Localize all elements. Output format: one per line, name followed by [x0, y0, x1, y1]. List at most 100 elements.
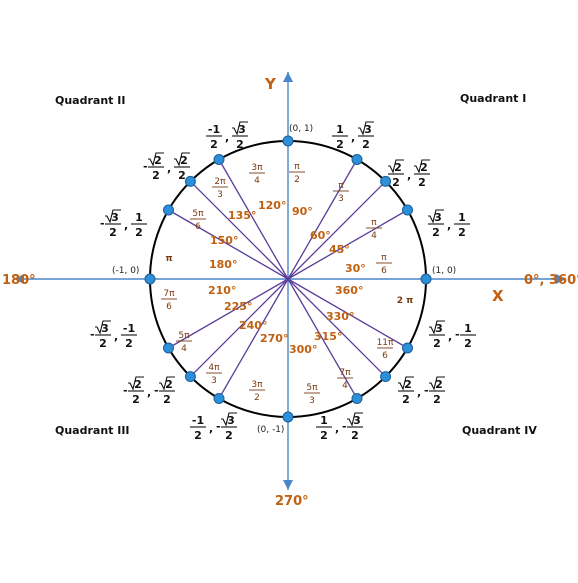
coordinate-60: 12,32 — [332, 121, 374, 151]
coordinate-labels: 32,1222,2212,32-12,32-22,22-32,12-32,-12… — [90, 121, 476, 442]
degree-labels: 30°45°60°90°120°135°150°180°210°225°240°… — [208, 199, 366, 356]
denominator: 2 — [152, 169, 160, 182]
sign: - — [100, 217, 105, 230]
denominator: 2 — [464, 337, 472, 350]
radicand: 3 — [238, 123, 246, 136]
denominator: 2 — [362, 138, 370, 151]
comma: , — [147, 386, 151, 399]
radicand: 3 — [227, 414, 235, 427]
coordinate-120: -12,32 — [206, 121, 248, 151]
coordinate-150: -3 2,12 — [100, 209, 147, 239]
radian-denominator: 4 — [254, 176, 260, 186]
coordinate-x: -3 2 — [100, 209, 121, 239]
radicand: 3 — [434, 211, 442, 224]
numerator: 1 — [135, 211, 143, 224]
spoke-240 — [218, 278, 289, 399]
denominator: 2 — [320, 429, 328, 442]
denominator: 2 — [163, 393, 171, 406]
angle-spokes — [168, 159, 408, 399]
radian-label-270: 3π2 — [249, 380, 265, 403]
x-axis-name: X — [492, 287, 504, 305]
degree-label-60: 60° — [310, 229, 331, 242]
coordinate-315: 22,-22 — [398, 376, 445, 406]
radian-value: π — [165, 254, 172, 264]
sign: - — [342, 420, 347, 433]
radicand: 3 — [353, 414, 361, 427]
coordinate-y: -22 — [154, 376, 175, 406]
radian-denominator: 4 — [342, 381, 348, 391]
denominator: 2 — [236, 138, 244, 151]
radian-numerator: 5π — [306, 383, 318, 393]
coordinate-330: 32,-12 — [429, 320, 476, 350]
spoke-210 — [168, 278, 289, 349]
radian-denominator: 2 — [254, 393, 260, 403]
coordinate-y: 12 — [131, 211, 147, 239]
point-bottom-coords: (0, -1) — [257, 425, 284, 435]
angle-0-360-label: 0°, 360° — [524, 273, 578, 288]
circle-point-30 — [402, 204, 414, 216]
coordinate-x: 12 — [316, 414, 332, 442]
coordinate-y: -3 2 — [342, 412, 363, 442]
coordinate-x: -22 — [123, 376, 144, 406]
denominator: 2 — [225, 429, 233, 442]
circle-point-270 — [282, 411, 294, 423]
numerator: 1 — [458, 211, 466, 224]
degree-label-30: 30° — [345, 262, 366, 275]
denominator: 2 — [132, 393, 140, 406]
denominator: 2 — [109, 226, 117, 239]
denominator: 2 — [433, 393, 441, 406]
numerator: -1 — [123, 322, 135, 335]
degree-label-315: 315° — [314, 330, 342, 343]
radicand: 2 — [404, 378, 412, 391]
spoke-315 — [287, 278, 387, 378]
circle-point-45 — [380, 175, 392, 187]
radian-label-180: π — [165, 254, 172, 264]
circle-point-135 — [184, 175, 196, 187]
degree-label-135: 135° — [228, 209, 256, 222]
denominator: 2 — [125, 337, 133, 350]
sign: - — [143, 160, 148, 173]
radicand: 3 — [111, 211, 119, 224]
y-axis-name: Y — [264, 75, 277, 93]
degree-label-210: 210° — [208, 284, 236, 297]
radian-numerator: π — [371, 218, 377, 228]
coordinate-x: 32 — [429, 320, 445, 350]
numerator: 1 — [320, 414, 328, 427]
comma: , — [114, 330, 118, 343]
radian-numerator: 7π — [339, 368, 351, 378]
circle-point-330 — [402, 342, 414, 354]
denominator: 2 — [458, 226, 466, 239]
spoke-300 — [287, 278, 358, 399]
radian-numerator: 7π — [163, 289, 175, 299]
radian-numerator: 4π — [208, 363, 220, 373]
radian-numerator: π — [381, 253, 387, 263]
radian-numerator: 5π — [192, 209, 204, 219]
radian-label-150: 5π6 — [190, 209, 206, 232]
comma: , — [407, 169, 411, 182]
circle-point-90 — [282, 135, 294, 147]
circle-point-315 — [380, 371, 392, 383]
radicand: 3 — [364, 123, 372, 136]
coordinate-y: -32 — [216, 412, 237, 442]
spoke-45 — [287, 180, 387, 280]
radian-denominator: 3 — [309, 396, 315, 406]
circle-point-60 — [351, 153, 363, 165]
radian-label-300: 5π3 — [304, 383, 320, 406]
coordinate-y: 32 — [358, 121, 374, 151]
radian-denominator: 6 — [381, 266, 387, 276]
denominator: 2 — [351, 429, 359, 442]
coordinate-y: -22 — [424, 376, 445, 406]
numerator: 1 — [336, 123, 344, 136]
radian-label-315: 7π4 — [337, 368, 353, 391]
radian-denominator: 4 — [181, 344, 187, 354]
radian-denominator: 2 — [294, 175, 300, 185]
numerator: -1 — [208, 123, 220, 136]
coordinate-y: 22 — [174, 152, 190, 182]
degree-label-330: 330° — [326, 310, 354, 323]
x-axis-arrow-right-icon — [556, 274, 566, 284]
degree-label-150: 150° — [210, 234, 238, 247]
radian-denominator: 3 — [338, 194, 344, 204]
comma: , — [124, 219, 128, 232]
